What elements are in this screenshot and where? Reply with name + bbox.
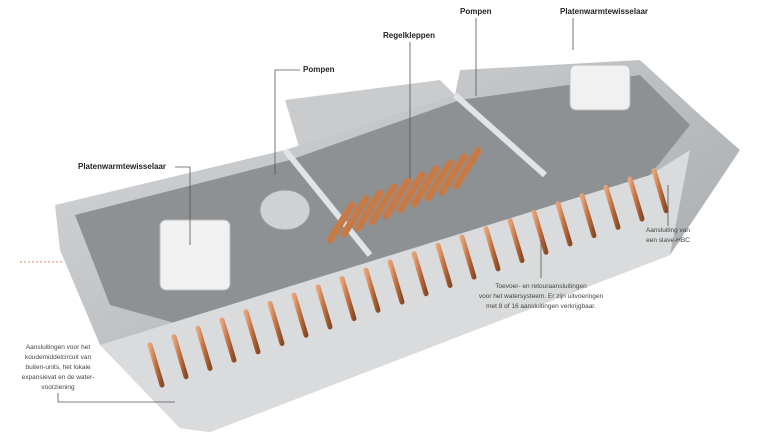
note-line: voorziening bbox=[41, 384, 75, 391]
callout-refrigerant bbox=[57, 393, 175, 403]
copper-pipe bbox=[315, 284, 333, 330]
note-line: met 8 of 16 aansluitingen verkrijgbaar. bbox=[486, 303, 596, 310]
note-line: voor het watersysteem. Er zijn uitvoerin… bbox=[478, 293, 604, 300]
label-control-valves: Regelkleppen bbox=[383, 31, 436, 40]
copper-pipe bbox=[507, 218, 525, 263]
copper-pipe bbox=[195, 325, 213, 371]
copper-pipe bbox=[147, 342, 165, 388]
copper-coil bbox=[326, 201, 356, 244]
copper-pipe bbox=[459, 234, 477, 280]
copper-pipe bbox=[579, 193, 597, 239]
divider-2 bbox=[453, 92, 547, 178]
copper-pipe bbox=[267, 301, 285, 346]
copper-coil bbox=[452, 147, 482, 190]
copper-coil bbox=[354, 189, 384, 232]
copper-pipe bbox=[555, 201, 573, 247]
copper-coil bbox=[396, 171, 426, 214]
note-line: koudemiddelcircuit van bbox=[24, 354, 92, 361]
copper-pipe bbox=[435, 242, 453, 288]
copper-pipe bbox=[603, 184, 621, 230]
copper-coil bbox=[410, 165, 440, 208]
note-slave-hbc: Aansluiting van een slave-HBC bbox=[628, 226, 708, 246]
pump-left bbox=[259, 189, 311, 231]
divider-1 bbox=[282, 148, 373, 257]
plate-heat-exchanger-left bbox=[159, 219, 231, 291]
note-line: een slave-HBC bbox=[646, 237, 690, 244]
copper-pipe bbox=[651, 168, 669, 214]
note-line: Toevoer- en retouraansluitingen bbox=[495, 283, 587, 290]
copper-pipe bbox=[219, 317, 237, 363]
copper-coil bbox=[424, 159, 454, 202]
label-plate-hex-right: Platenwarmtewisselaar bbox=[560, 7, 649, 16]
copper-coil bbox=[382, 177, 412, 220]
label-plate-hex-left: Platenwarmtewisselaar bbox=[78, 162, 167, 171]
copper-pipe bbox=[531, 209, 549, 255]
note-line: Aansluiting van bbox=[645, 227, 691, 234]
callout-pumps-left bbox=[274, 69, 300, 175]
copper-pipe bbox=[483, 226, 501, 272]
label-pumps-left: Pompen bbox=[303, 65, 335, 74]
callout-hex-left bbox=[175, 166, 191, 245]
copper-coil bbox=[340, 195, 370, 238]
copper-pipe bbox=[411, 251, 429, 297]
copper-pipe bbox=[243, 309, 261, 355]
copper-pipe bbox=[339, 276, 357, 322]
water-connection-pipes bbox=[147, 168, 669, 388]
copper-pipe bbox=[363, 267, 381, 313]
copper-coils bbox=[326, 147, 482, 244]
casing-front-rail bbox=[100, 150, 690, 432]
note-line: buiten-units, het lokale bbox=[25, 364, 91, 371]
note-line: Aansluitingen voor het bbox=[25, 344, 91, 351]
copper-coil bbox=[368, 183, 398, 226]
label-pumps-right: Pompen bbox=[460, 7, 492, 16]
copper-pipe bbox=[171, 334, 189, 380]
copper-pipe bbox=[627, 176, 645, 222]
copper-coil bbox=[438, 153, 468, 196]
note-line: expansievat en de water- bbox=[21, 374, 95, 381]
copper-pipe bbox=[291, 292, 309, 338]
plate-heat-exchanger-right bbox=[569, 64, 631, 111]
note-water-connections: Toevoer- en retouraansluitingen voor het… bbox=[471, 282, 611, 312]
note-refrigerant-connections: Aansluitingen voor het koudemiddelcircui… bbox=[8, 343, 108, 393]
copper-pipe bbox=[387, 259, 405, 305]
